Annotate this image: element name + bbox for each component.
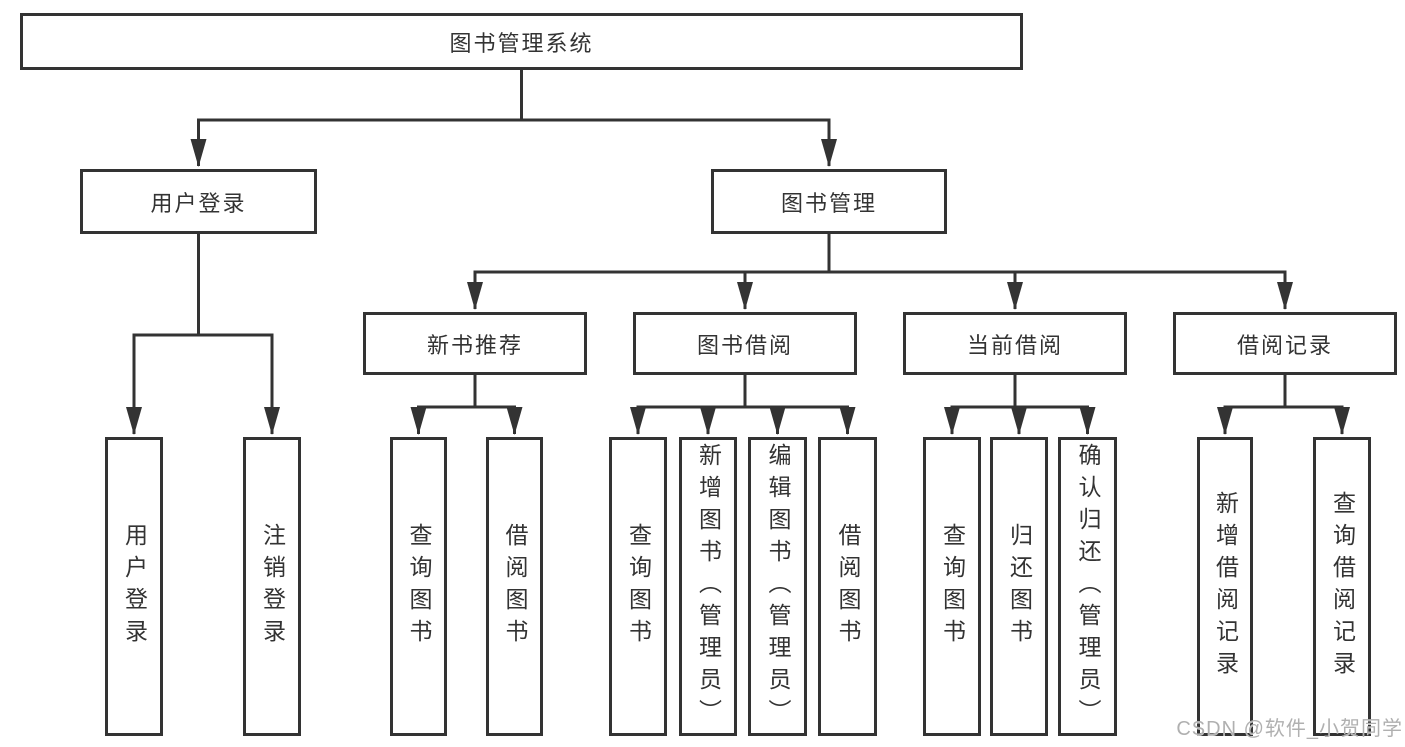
leaf-label: 查询借阅记录 [1329,490,1356,683]
node-borrow-add-books-admin: 新增图书（管理员） [679,437,737,736]
node-user-login-leaf: 用户登录 [105,437,163,736]
node-newbook-query-books: 查询图书 [390,437,447,736]
node-borrow-borrow-books: 借阅图书 [818,437,877,736]
node-record-add-borrow-record: 新增借阅记录 [1197,437,1253,736]
node-current-borrowing: 当前借阅 [903,312,1127,375]
node-current-query-books: 查询图书 [923,437,981,736]
node-borrowing-records: 借阅记录 [1173,312,1397,375]
node-book-borrowing: 图书借阅 [633,312,857,375]
leaf-label: 注销登录 [259,522,286,651]
leaf-label: 归还图书 [1006,522,1033,651]
node-newbook-borrow-books: 借阅图书 [486,437,543,736]
node-new-book-recommend: 新书推荐 [363,312,587,375]
node-borrow-query-books: 查询图书 [609,437,667,736]
node-library-management-system: 图书管理系统 [20,13,1023,70]
node-logout-leaf: 注销登录 [243,437,301,736]
leaf-label: 查询图书 [625,522,652,651]
leaf-label: 查询图书 [939,522,966,651]
leaf-label: 确认归还（管理员） [1075,442,1101,731]
node-user-login: 用户登录 [80,169,317,234]
leaf-label: 查询图书 [406,522,432,651]
csdn-watermark: CSDN @软件_小贺同学 [1176,718,1403,740]
leaf-label: 借阅图书 [835,522,861,651]
node-current-return-books: 归还图书 [990,437,1048,736]
node-borrow-edit-books-admin: 编辑图书（管理员） [748,437,807,736]
node-current-confirm-return-admin: 确认归还（管理员） [1058,437,1117,736]
node-book-management: 图书管理 [711,169,947,234]
leaf-label: 新增图书（管理员） [695,442,722,731]
leaf-label: 新增借阅记录 [1212,490,1239,683]
node-record-query-borrow-record: 查询借阅记录 [1313,437,1371,736]
leaf-label: 编辑图书（管理员） [765,442,791,731]
leaf-label: 用户登录 [121,522,148,651]
leaf-label: 借阅图书 [502,522,528,651]
